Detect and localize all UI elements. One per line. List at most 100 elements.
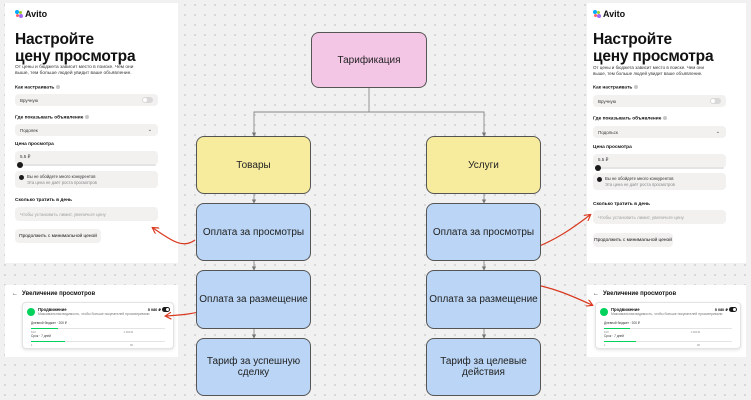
flow-services: Услуги (426, 136, 541, 194)
tree-lines (251, 88, 487, 339)
avito-logo-text: Avito (603, 9, 626, 19)
competition-warning: Вы не обойдете много конкурентов Эта цен… (593, 173, 726, 190)
promo-toggle[interactable] (729, 307, 737, 312)
flow-goods-pay-per-placement: Оплата за размещение (196, 270, 311, 329)
right-promo-panel: ← Увеличение просмотров Продвижение Макс… (587, 285, 746, 357)
page-title: Настройте цену просмотра (15, 31, 136, 65)
info-icon (634, 85, 639, 89)
flow-services-pay-per-placement: Оплата за размещение (426, 270, 541, 329)
promo-price: 5 080 ₽ (714, 308, 728, 312)
setup-mode-toggle-field[interactable]: Вручную (593, 95, 726, 107)
flow-services-pay-per-view: Оплата за просмотры (426, 203, 541, 261)
warning-text: Эта цена не даёт роста просмотров (27, 180, 97, 185)
back-arrow-icon[interactable]: ← (593, 291, 599, 297)
info-icon (663, 116, 668, 120)
promo-card[interactable]: Продвижение Максимальная видимость, чтоб… (595, 302, 741, 349)
setup-mode-toggle-field[interactable]: Вручную (15, 94, 158, 106)
promo-card[interactable]: Продвижение Максимальная видимость, чтоб… (22, 302, 174, 349)
promo-toggle[interactable] (162, 307, 170, 312)
promo-term-slider[interactable] (31, 341, 165, 343)
warning-title: Вы не обойдете много конкурентов (27, 174, 96, 179)
chevron-down-icon: ⌄ (715, 129, 720, 135)
continue-min-price-button[interactable]: Продолжить с минимальной ценой (15, 229, 101, 243)
promo-budget-slider[interactable] (604, 328, 732, 330)
promo-budget-max: 1 000 ₽ (690, 330, 700, 334)
price-label: Цена просмотра (593, 145, 632, 150)
flow-label: Тариф за успешную сделку (206, 356, 301, 378)
price-value: 5.5 ₽ (598, 157, 609, 162)
promo-term-label: Срок · 7 дней (31, 334, 51, 338)
promo-term-max: 30 (129, 343, 133, 347)
warning-text: Эта цена не даёт роста просмотров (605, 182, 675, 187)
flow-services-target-actions-tariff: Тариф за целевые действия (426, 338, 541, 396)
back-arrow-icon[interactable]: ← (12, 291, 18, 297)
page-subtitle: От цены и бюджета зависит место в поиске… (593, 65, 705, 77)
continue-button-label: Продолжить с минимальной ценой (594, 237, 672, 243)
promo-budget-label: Дневной бюджет · 200 ₽ (31, 321, 67, 325)
promo-term-max: 30 (696, 343, 700, 347)
budget-label: Сколько тратить в день (593, 202, 650, 207)
price-input[interactable]: 5.5 ₽ (15, 151, 158, 165)
promo-budget-slider[interactable] (31, 328, 165, 330)
annotation-arrow (153, 228, 196, 245)
promo-item-name: Продвижение (611, 307, 640, 312)
promo-price: 5 080 ₽ (147, 308, 161, 312)
promo-item-desc: Максимальная видимость, чтобы больше пок… (38, 312, 150, 316)
promo-term-fill (604, 341, 636, 343)
promo-term-slider[interactable] (604, 341, 732, 343)
price-slider[interactable] (17, 161, 156, 169)
flow-goods-pay-per-view: Оплата за просмотры (196, 203, 311, 261)
manual-toggle[interactable] (710, 98, 721, 104)
promo-term-fill (31, 341, 65, 343)
promotion-icon (27, 308, 35, 316)
promo-term-label: Срок · 7 дней (604, 334, 624, 338)
flow-label: Оплата за просмотры (202, 226, 305, 238)
promo-header: ← Увеличение просмотров (12, 291, 95, 297)
flow-goods-deal-tariff: Тариф за успешную сделку (196, 338, 311, 396)
flow-root-label: Тарификация (337, 54, 401, 66)
avito-logo-icon (15, 10, 23, 18)
continue-button-label: Продолжить с минимальной ценой (19, 233, 97, 239)
page-title: Настройте цену просмотра (593, 31, 714, 65)
chevron-down-icon: ⌄ (147, 127, 152, 133)
continue-min-price-button[interactable]: Продолжить с минимальной ценой (593, 233, 673, 247)
promo-budget-label: Дневной бюджет · 200 ₽ (604, 321, 640, 325)
placement-select[interactable]: Подольск ⌄ (593, 126, 726, 138)
flow-label: Оплата за размещение (429, 294, 538, 305)
right-settings-panel: Avito Настройте цену просмотра От цены и… (587, 3, 746, 263)
promo-item-desc: Максимальная видимость, чтобы больше пок… (611, 312, 723, 316)
flow-goods-label: Товары (236, 159, 271, 171)
promotion-icon (600, 308, 608, 316)
info-icon (19, 175, 24, 180)
placement-value: Подолек (20, 127, 38, 133)
promo-budget-max: 1 000 ₽ (123, 330, 133, 334)
daily-budget-input[interactable]: Чтобы установить лимит, увеличьте цену (593, 210, 726, 224)
placement-value: Подольск (598, 129, 618, 135)
setup-mode-value: Вручную (598, 98, 617, 104)
left-promo-panel: ← Увеличение просмотров Продвижение Макс… (5, 285, 178, 357)
warning-title: Вы не обойдете много конкурентов (605, 176, 674, 181)
setup-mode-value: Вручную (20, 97, 39, 103)
flow-label: Тариф за целевые действия (440, 356, 527, 378)
price-slider[interactable] (595, 164, 724, 172)
price-label: Цена просмотра (15, 142, 54, 147)
setup-label: Как настраивать (15, 85, 61, 90)
flow-services-label: Услуги (468, 159, 499, 171)
info-icon (56, 85, 61, 89)
flow-label: Оплата за просмотры (432, 226, 535, 238)
avito-logo: Avito (593, 9, 625, 19)
daily-budget-input[interactable]: Чтобы установить лимит, увеличьте цену (15, 207, 158, 221)
promo-budget-fill (31, 328, 58, 330)
placement-select[interactable]: Подолек ⌄ (15, 124, 158, 136)
page-subtitle: От цены и бюджета зависит место в поиске… (15, 65, 134, 77)
promo-term-min: 1 (604, 343, 606, 347)
budget-placeholder: Чтобы установить лимит, увеличьте цену (598, 214, 684, 220)
promo-title: Увеличение просмотров (22, 291, 96, 297)
promo-budget-fill (604, 328, 630, 330)
avito-logo-text: Avito (25, 9, 48, 19)
avito-logo-icon (593, 10, 601, 18)
manual-toggle[interactable] (142, 97, 153, 103)
info-icon (597, 177, 602, 182)
placement-label: Где показывать объявление (15, 115, 90, 120)
price-input[interactable]: 5.5 ₽ (593, 154, 726, 168)
